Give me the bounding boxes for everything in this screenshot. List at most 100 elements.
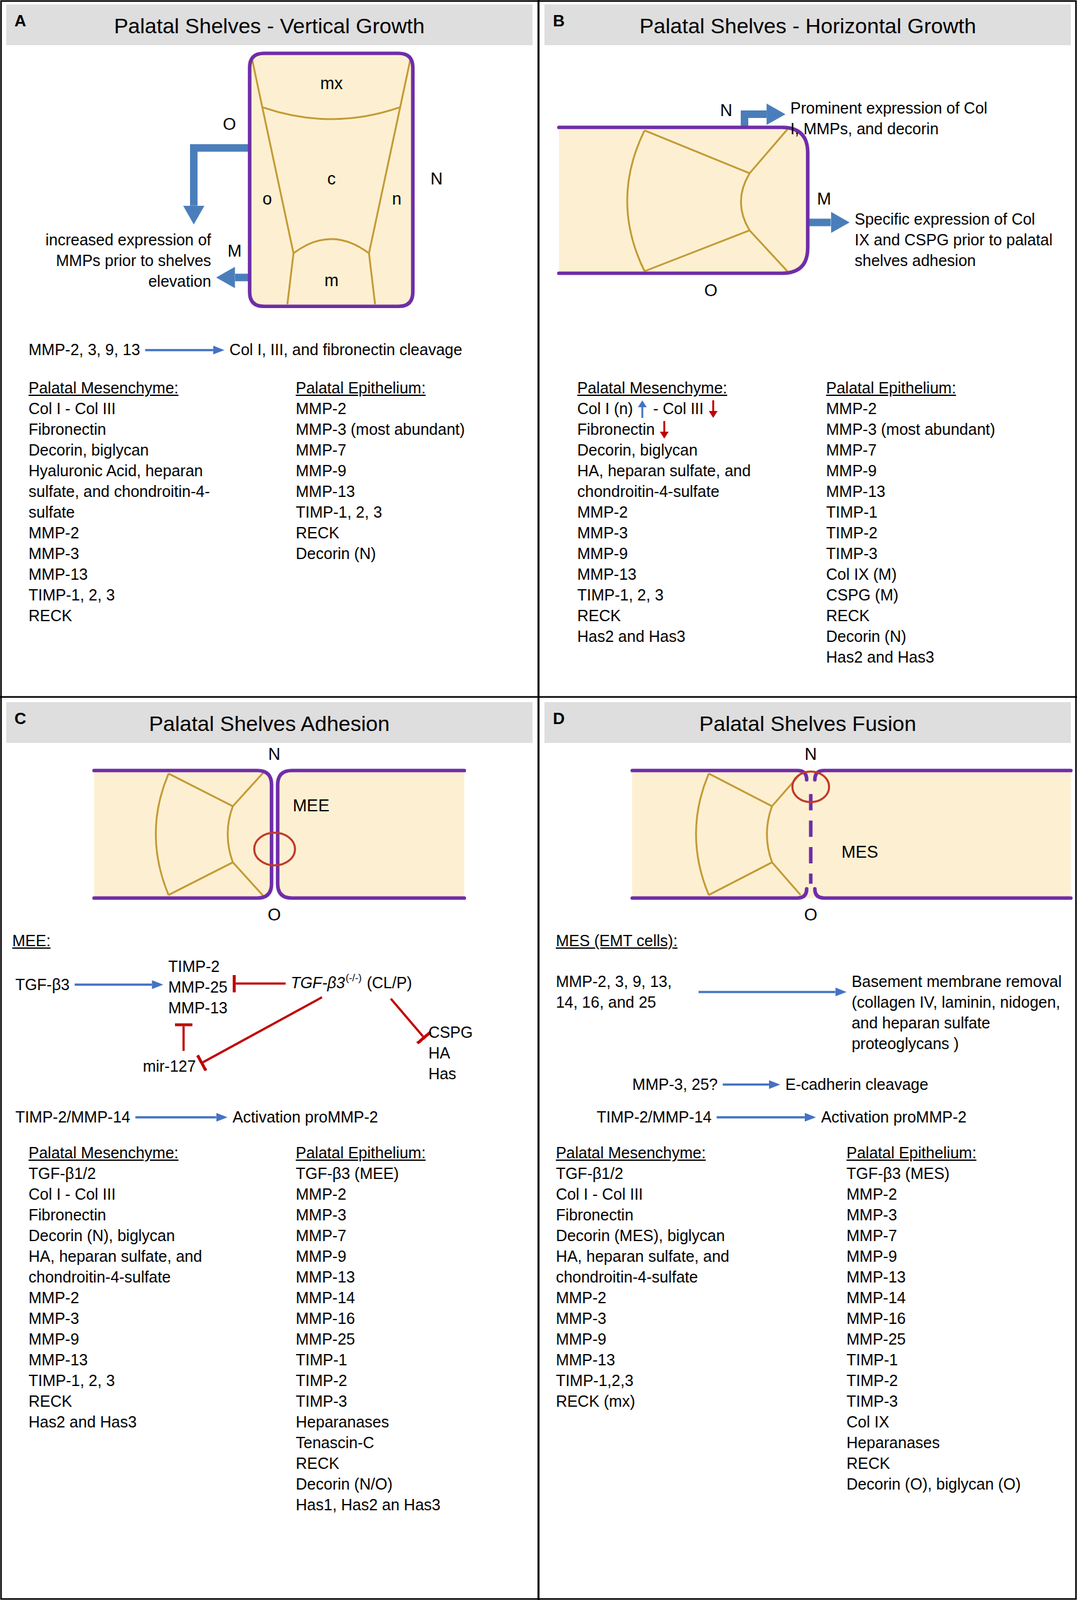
list-item: TIMP-1, 2, 3 xyxy=(28,1371,116,1389)
list-item: MMP-3 xyxy=(555,1309,607,1327)
tissue-boundary xyxy=(696,772,709,894)
list-row: RECK xyxy=(296,1452,531,1474)
decrease-arrow xyxy=(707,399,719,419)
list-item: MMP-7 xyxy=(296,440,347,459)
node-text: TGF-β3 xyxy=(290,973,345,992)
gene-label: MMP-3, 25? xyxy=(632,1073,718,1095)
list-row: Palatal Epithelium: xyxy=(826,377,1066,399)
tissue-boundary xyxy=(644,130,750,174)
list-row: Has2 and Has3 xyxy=(826,646,1066,668)
list-column: Palatal Mesenchyme:TGF-β1/2Col I - Col I… xyxy=(28,1142,269,1433)
panel-header: CPalatal Shelves Adhesion xyxy=(6,701,533,743)
tissue-boundary xyxy=(232,772,264,807)
arrow-connector xyxy=(144,348,213,352)
list-row: MES (EMT cells): xyxy=(555,930,862,951)
list-row: RECK xyxy=(28,1390,269,1412)
list-row: Palatal Mesenchyme: xyxy=(28,1142,269,1163)
list-item: TIMP-2 xyxy=(826,523,878,542)
list-row: Col I - Col III xyxy=(555,1183,801,1205)
list-row: Decorin (N), biglycan xyxy=(28,1225,269,1246)
tissue-boundary xyxy=(772,861,802,895)
list-row: RECK xyxy=(577,605,817,627)
node-text: TIMP-2/MMP-14 xyxy=(15,1106,130,1128)
list-item: MMP-13 xyxy=(296,1267,356,1286)
shelf-fill xyxy=(558,127,808,274)
list-item: TIMP-1 xyxy=(826,503,878,521)
list-item: Decorin (MES), biglycan xyxy=(555,1226,726,1244)
list-item: MMP-13 xyxy=(28,1350,88,1369)
node-text: mir-127 xyxy=(143,1055,197,1077)
list-row: Has1, Has2 an Has3 xyxy=(296,1494,531,1515)
tissue-boundary xyxy=(287,252,295,304)
list-row: MMP-13 xyxy=(555,1349,801,1370)
list-row: TIMP-1, 2, 3 xyxy=(28,1369,269,1391)
palatal-shelf-outline xyxy=(94,770,465,898)
list-heading: Palatal Mesenchyme: xyxy=(577,378,727,397)
list-row: Col IX (M) xyxy=(826,563,1066,585)
node-text: increased expression of MMPs prior to sh… xyxy=(10,229,211,292)
tissue-boundary xyxy=(155,772,169,894)
list-row: MMP-2 xyxy=(846,1183,1072,1205)
list-row: MMP-13 xyxy=(296,481,531,502)
gene-label: TGF-β3 xyxy=(15,974,70,995)
list-row: MMP-3 (most abundant) xyxy=(296,419,531,440)
list-row: TGF-β1/2 xyxy=(28,1162,269,1184)
list-item: RECK xyxy=(577,606,621,625)
list-row: MMP-13 xyxy=(28,563,254,585)
list-row: MMP-3 xyxy=(296,1204,531,1226)
list-row: Palatal Mesenchyme: xyxy=(28,377,254,399)
node-text: Activation proMMP-2 xyxy=(821,1106,967,1128)
list-row: HA, heparan sulfate, and chondroitin-4-s… xyxy=(28,1245,269,1288)
palatal-shelves: NMESO xyxy=(632,770,1071,898)
list-row: Col IX xyxy=(846,1411,1072,1433)
side-label: N xyxy=(430,169,443,187)
list-item: RECK xyxy=(28,606,73,625)
panel-letter: A xyxy=(14,12,27,29)
tissue-boundary xyxy=(168,861,233,895)
inhibition-connector xyxy=(182,1026,186,1051)
list-item: MMP-13 xyxy=(826,482,886,500)
panel-divider xyxy=(537,0,540,1600)
shelf-fill xyxy=(277,770,465,898)
tissue-boundary xyxy=(168,772,233,806)
list-row: Decorin, biglycan xyxy=(577,439,817,461)
list-row: MMP-3 (most abundant) xyxy=(826,419,1066,440)
arrow-shaft xyxy=(711,400,714,413)
epithelium-outline xyxy=(277,770,465,898)
list-item: TIMP-3 xyxy=(826,544,878,563)
node-text: Activation proMMP-2 xyxy=(232,1106,379,1128)
list-item: TIMP-1, 2, 3 xyxy=(577,585,664,604)
list-row: Decorin (O), biglycan (O) xyxy=(846,1473,1072,1495)
panel-letter: C xyxy=(14,710,27,727)
list-item: Decorin, biglycan xyxy=(577,440,698,459)
list-item: Decorin (N) xyxy=(826,627,907,645)
list-row: Decorin (N/O) xyxy=(296,1473,531,1495)
list-row: Fibronectin xyxy=(577,419,817,440)
highlight-circle xyxy=(792,770,830,802)
node-text: Has xyxy=(428,1063,473,1084)
gene-label: mir-127 xyxy=(143,1055,197,1077)
list-row: MMP-7 xyxy=(826,439,1066,461)
list-item: MMP-7 xyxy=(826,440,877,459)
seam-outline xyxy=(809,793,813,884)
list-item: MMP-13 xyxy=(846,1267,906,1286)
highlight-circle xyxy=(254,832,295,865)
panel-header: APalatal Shelves - Vertical Growth xyxy=(6,4,533,46)
node-text: Specific expression of Col IX and CSPG p… xyxy=(854,208,1054,271)
list-item: Col IX (M) xyxy=(826,565,897,583)
epithelium-outline xyxy=(558,127,808,274)
list-row: TIMP-1 xyxy=(826,501,1066,523)
list-row: TIMP-2 xyxy=(826,522,1066,544)
list-row: TIMP-1,2,3 xyxy=(555,1369,801,1391)
list-row: MMP-2 xyxy=(28,522,254,544)
list-row: MMP-9 xyxy=(28,1328,269,1350)
region-label: c xyxy=(327,169,337,187)
list-column: Palatal Epithelium:TGF-β3 (MES)MMP-2MMP-… xyxy=(846,1142,1072,1495)
list-row: RECK (mx) xyxy=(555,1390,801,1412)
list-row: Heparanases xyxy=(296,1411,531,1433)
shelf-fill xyxy=(249,53,413,307)
gene-label: MMP-2, 3, 9, 13, 14, 16, and 25 xyxy=(555,970,694,1013)
list-row: TIMP-3 xyxy=(296,1390,531,1412)
list-item: MMP-9 xyxy=(846,1246,898,1265)
region-label: n xyxy=(392,190,402,208)
